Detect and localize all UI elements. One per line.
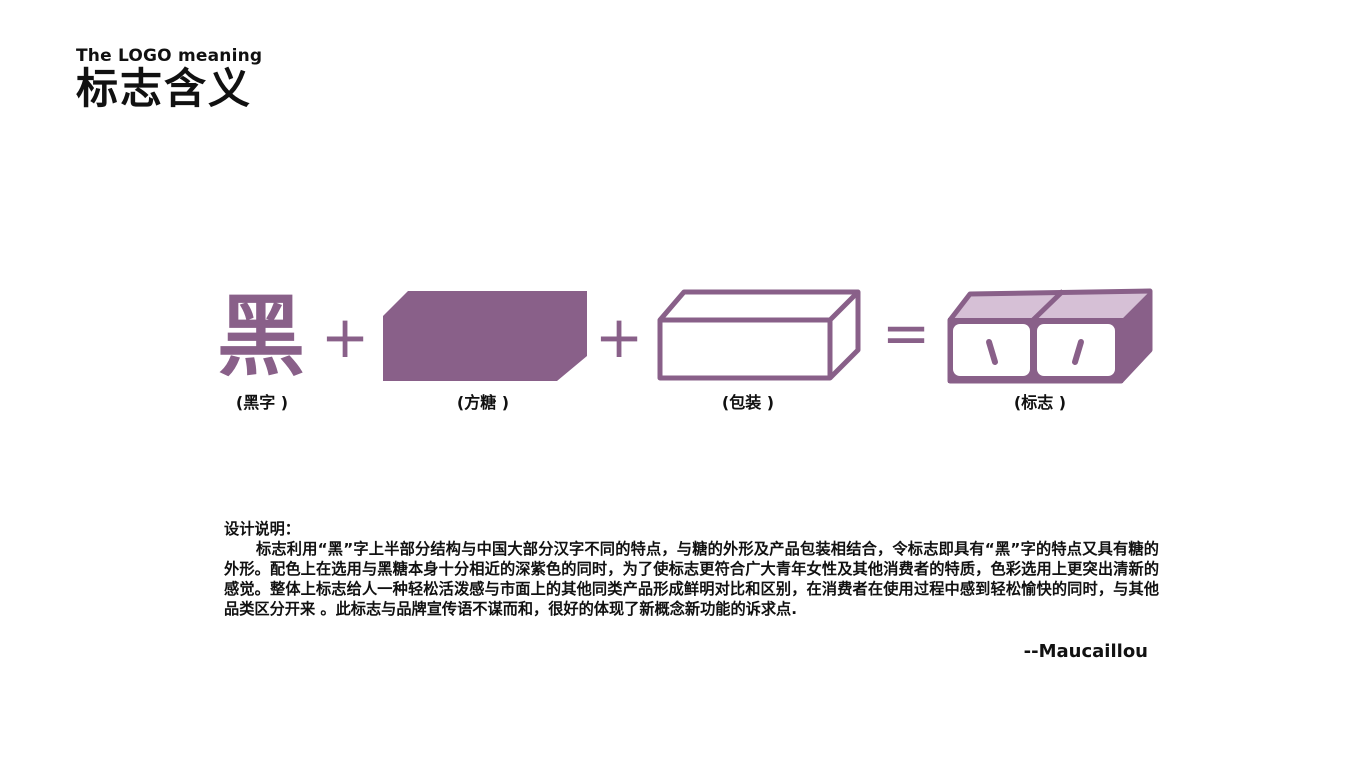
caption-sugar-cube: (方糖 ) [456, 393, 510, 412]
plus-sign-1: + [320, 303, 370, 371]
equals-sign: = [881, 299, 931, 367]
page-title: 标志含义 [76, 64, 253, 113]
logo-side-face [1121, 291, 1150, 381]
design-description: 设计说明： 标志利用“黑”字上半部分结构与中国大部分汉字不同的特点，与糖的外形及… [224, 519, 1159, 619]
description-heading: 设计说明： [224, 520, 300, 538]
sugar-cube-body [383, 291, 587, 381]
packaging-box-shape [657, 289, 861, 381]
hei-character-glyph: 黑 [216, 285, 305, 388]
caption-hei-character: (黑字 ) [235, 393, 289, 412]
description-body: 标志利用“黑”字上半部分结构与中国大部分汉字不同的特点，与糖的外形及产品包装相结… [224, 540, 1159, 618]
logo-top-divider [1031, 289, 1065, 322]
caption-logo: (标志 ) [1013, 393, 1067, 412]
logo-left-eye-stroke [986, 339, 998, 365]
author-signature: --Maucaillou [1023, 641, 1148, 662]
final-logo-shape [947, 288, 1153, 384]
caption-packaging: (包装 ) [721, 393, 775, 412]
plus-sign-2: + [594, 303, 644, 371]
packaging-box-outline [657, 289, 861, 381]
header: The LOGO meaning 标志含义 [76, 46, 262, 114]
page-subtitle: The LOGO meaning [76, 46, 263, 66]
sugar-cube-shape [383, 291, 587, 381]
logo-right-eye-stroke [1072, 339, 1084, 365]
